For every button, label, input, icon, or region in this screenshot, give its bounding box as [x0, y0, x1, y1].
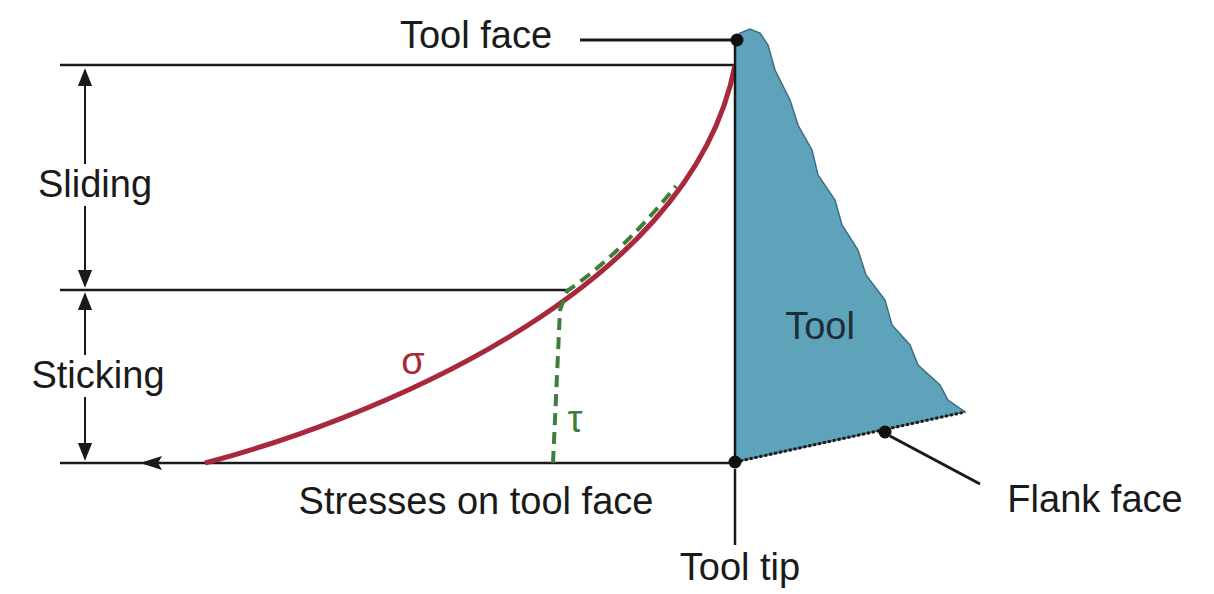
part-label: Flank face	[1004, 479, 1185, 521]
tool-face-edge	[734, 40, 737, 462]
boundary-line	[60, 289, 570, 292]
axis-arrowhead	[140, 456, 162, 470]
shear-stress-curve	[553, 186, 676, 463]
point-dot	[879, 426, 892, 439]
region-label: Sliding	[35, 164, 155, 206]
leader-line	[890, 436, 980, 484]
part-label: Tool tip	[677, 547, 803, 589]
tool-label: Tool	[785, 306, 855, 348]
flank-face-edge	[735, 412, 965, 462]
normal-stress-curve	[205, 65, 735, 463]
region-label: Sticking	[28, 355, 167, 397]
top-line	[60, 64, 735, 67]
part-label: Tool face	[397, 15, 555, 57]
symbol-label: σ	[398, 341, 427, 383]
base-line	[60, 462, 735, 465]
tool-body: Tool	[722, 22, 982, 472]
symbol-label: τ	[564, 399, 585, 441]
tool-fill	[735, 29, 965, 462]
axis-label: Stresses on tool face	[296, 481, 657, 523]
point-dot	[729, 456, 742, 469]
leader-line	[734, 469, 737, 545]
leader-line	[580, 39, 731, 42]
point-dot	[731, 34, 744, 47]
tool-shape	[722, 22, 982, 472]
